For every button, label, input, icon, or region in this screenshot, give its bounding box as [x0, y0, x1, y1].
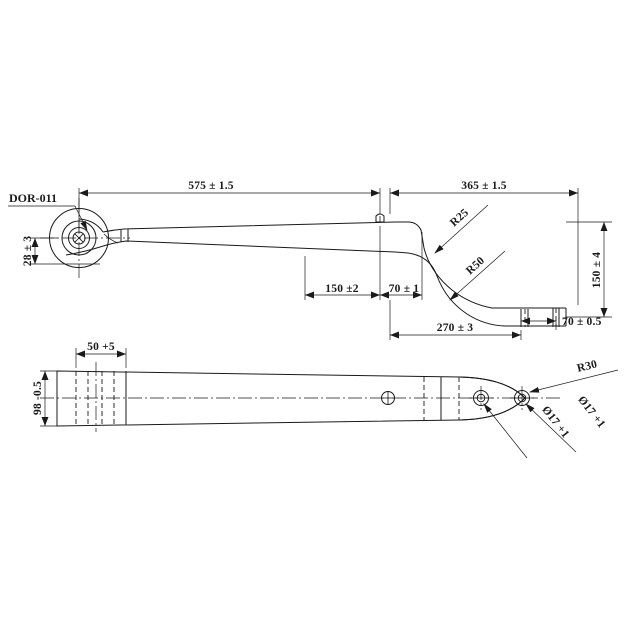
dim-575-label: 575 ± 1.5: [188, 180, 234, 192]
dimension-28: 28 ± 3: [22, 236, 100, 267]
part-tag-leader: [74, 205, 88, 231]
dimension-575: 575 ± 1.5: [78, 180, 381, 230]
part-tag-label: DOR-011: [9, 191, 57, 205]
dim-365-label: 365 ± 1.5: [461, 180, 507, 192]
hole-inner-leader: [483, 403, 528, 459]
leaf-plan-body: [57, 371, 525, 426]
leaf-top-edge: [103, 222, 566, 308]
dimension-150-height: 150 ± 4: [566, 221, 612, 318]
plan-top-view: R30 Ø17 +1 Ø17 +1 50 +5 98 -0.5: [32, 341, 619, 459]
dimension-98: 98 -0.5: [32, 370, 57, 427]
rear-hole-group: [469, 386, 534, 410]
dimension-70-pad: 70 ± 0.5: [521, 316, 602, 330]
clamp-band-hidden-lines: [75, 362, 126, 432]
radius-callouts-side-view: R25 R50: [434, 204, 506, 301]
dim-28-label: 28 ± 3: [22, 236, 34, 267]
dim-70b-label: 70 ± 1: [389, 283, 420, 295]
dimension-270: 270 ± 3: [389, 300, 522, 340]
dim-98-label: 98 -0.5: [32, 381, 44, 415]
leaf-bottom-edge: [100, 241, 566, 326]
dim-150o-label: 150 ±2: [325, 283, 358, 295]
rear-end-arc: [460, 377, 525, 420]
part-tag-callout: DOR-011: [8, 191, 88, 231]
leaf-plan-outline: [40, 371, 560, 426]
r50-label: R50: [464, 255, 487, 278]
eye-wrap-bottom: [66, 247, 100, 255]
hole-diameter-callouts: Ø17 +1 Ø17 +1: [483, 394, 607, 459]
center-bolt-cross: [381, 391, 395, 405]
dimension-150-offset: 150 ±2: [304, 226, 381, 300]
hole-outer-label: Ø17 +1: [575, 394, 607, 430]
r30-callout: R30: [529, 358, 619, 393]
dim-50-label: 50 +5: [87, 341, 115, 353]
r30-label: R30: [576, 358, 599, 375]
r30-leader-line: [529, 369, 619, 393]
dimension-50: 50 +5: [75, 341, 127, 368]
hole-inner-label: Ø17 +1: [539, 404, 571, 440]
dim-70p-label: 70 ± 0.5: [562, 316, 602, 328]
dim-150h-label: 150 ± 4: [591, 252, 603, 289]
center-bolt-nub: [376, 214, 384, 222]
dimension-365: 365 ± 1.5: [389, 180, 579, 305]
dim-270-label: 270 ± 3: [437, 322, 474, 334]
main-leaf-profile: [66, 214, 566, 327]
dimension-70-bend: 70 ± 1: [380, 232, 423, 300]
plan-mid-features: [382, 377, 460, 420]
r25-label: R25: [448, 207, 471, 230]
side-elevation-view: R25 R50 DOR-011 575 ± 1.5 365 ± 1.5: [8, 180, 612, 340]
r25-leader-line: [434, 204, 489, 254]
hole-outer-leader: [525, 403, 577, 453]
r50-leader-line: [449, 250, 506, 301]
eye-wrap-inner: [103, 233, 119, 244]
